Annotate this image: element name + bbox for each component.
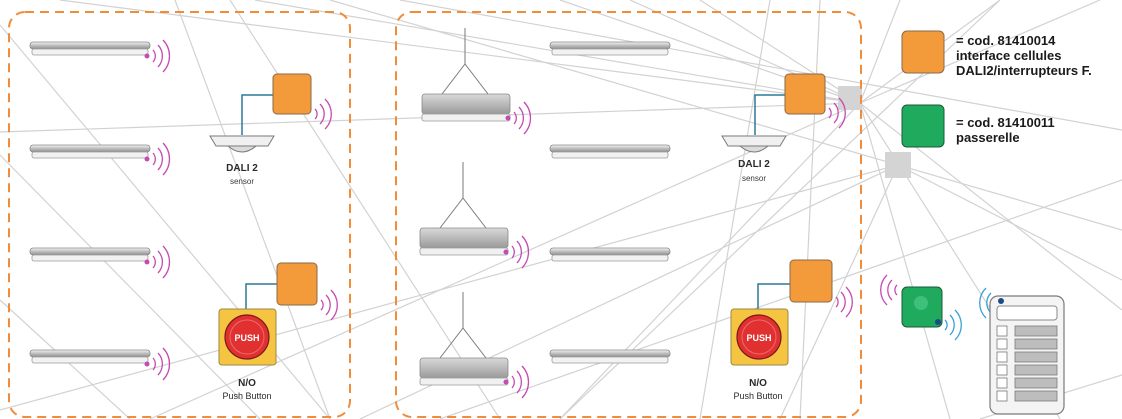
push-title: N/O xyxy=(749,378,767,389)
push-button-text: PUSH xyxy=(746,333,771,343)
sensor-title: DALI 2 xyxy=(226,163,258,174)
push-wire xyxy=(245,283,280,309)
relay-square-1 xyxy=(838,86,862,110)
legend-green-text: = cod. 81410011 passerelle xyxy=(956,115,1055,145)
legend-orange-line3: DALI2/interrupteurs F. xyxy=(956,63,1092,78)
luminaire xyxy=(29,142,171,176)
dali-sensor-icon xyxy=(209,135,275,153)
push-button-text: PUSH xyxy=(234,333,259,343)
legend-orange-swatch xyxy=(901,30,945,74)
legend-orange-line1: = cod. 81410014 xyxy=(956,33,1056,48)
wireless-signal-icon xyxy=(511,365,530,399)
wireless-signal-icon xyxy=(513,101,532,135)
luminaire xyxy=(549,144,671,159)
push-button-icon xyxy=(218,308,277,366)
push-wire xyxy=(757,283,792,309)
push-subtitle: Push Button xyxy=(733,391,782,401)
interface-module-icon xyxy=(276,262,338,321)
luminaire xyxy=(549,349,671,364)
pendant-luminaire xyxy=(419,292,530,399)
wireless-signal-icon xyxy=(314,98,332,130)
legend-green-line2: passerelle xyxy=(956,130,1020,145)
wireless-signal-icon xyxy=(152,39,171,73)
sensor-subtitle: sensor xyxy=(742,174,766,183)
luminaire xyxy=(29,39,171,73)
dali-sensor-icon xyxy=(721,135,787,153)
server-rack-icon xyxy=(989,295,1065,415)
luminaire xyxy=(549,247,671,262)
push-button-icon xyxy=(730,308,789,366)
interface-wire xyxy=(754,94,787,135)
wireless-signal-icon xyxy=(835,286,853,318)
wireless-signal-icon xyxy=(880,274,898,306)
legend-orange-text: = cod. 81410014 interface cellules DALI2… xyxy=(956,33,1092,78)
zone-right-border xyxy=(395,11,862,418)
wireless-signal-icon xyxy=(152,347,171,381)
relay-square-2 xyxy=(885,152,911,178)
luminaire xyxy=(549,41,671,56)
interface-module-icon xyxy=(784,73,846,129)
sensor-subtitle: sensor xyxy=(230,177,254,186)
legend-green-line1: = cod. 81410011 xyxy=(956,115,1055,130)
wireless-signal-icon xyxy=(152,142,171,176)
wireless-signal-icon xyxy=(320,289,338,321)
wireless-signal-icon xyxy=(511,235,530,269)
pendant-luminaire xyxy=(419,162,530,269)
luminaire xyxy=(29,347,171,381)
interface-module-icon xyxy=(789,259,853,318)
wifi-signal-icon xyxy=(944,309,962,341)
legend-orange-line2: interface cellules xyxy=(956,48,1062,63)
gateway-icon xyxy=(901,286,943,328)
interface-wire xyxy=(241,94,276,135)
luminaire xyxy=(29,245,171,279)
push-title: N/O xyxy=(238,378,256,389)
interface-module-icon xyxy=(272,73,332,130)
sensor-title: DALI 2 xyxy=(738,159,770,170)
zone-left-border xyxy=(8,11,351,418)
wireless-signal-icon xyxy=(152,245,171,279)
push-subtitle: Push Button xyxy=(222,391,271,401)
pendant-luminaire xyxy=(421,28,532,135)
wireless-signal-icon xyxy=(828,97,846,129)
legend-green-swatch xyxy=(901,104,945,148)
